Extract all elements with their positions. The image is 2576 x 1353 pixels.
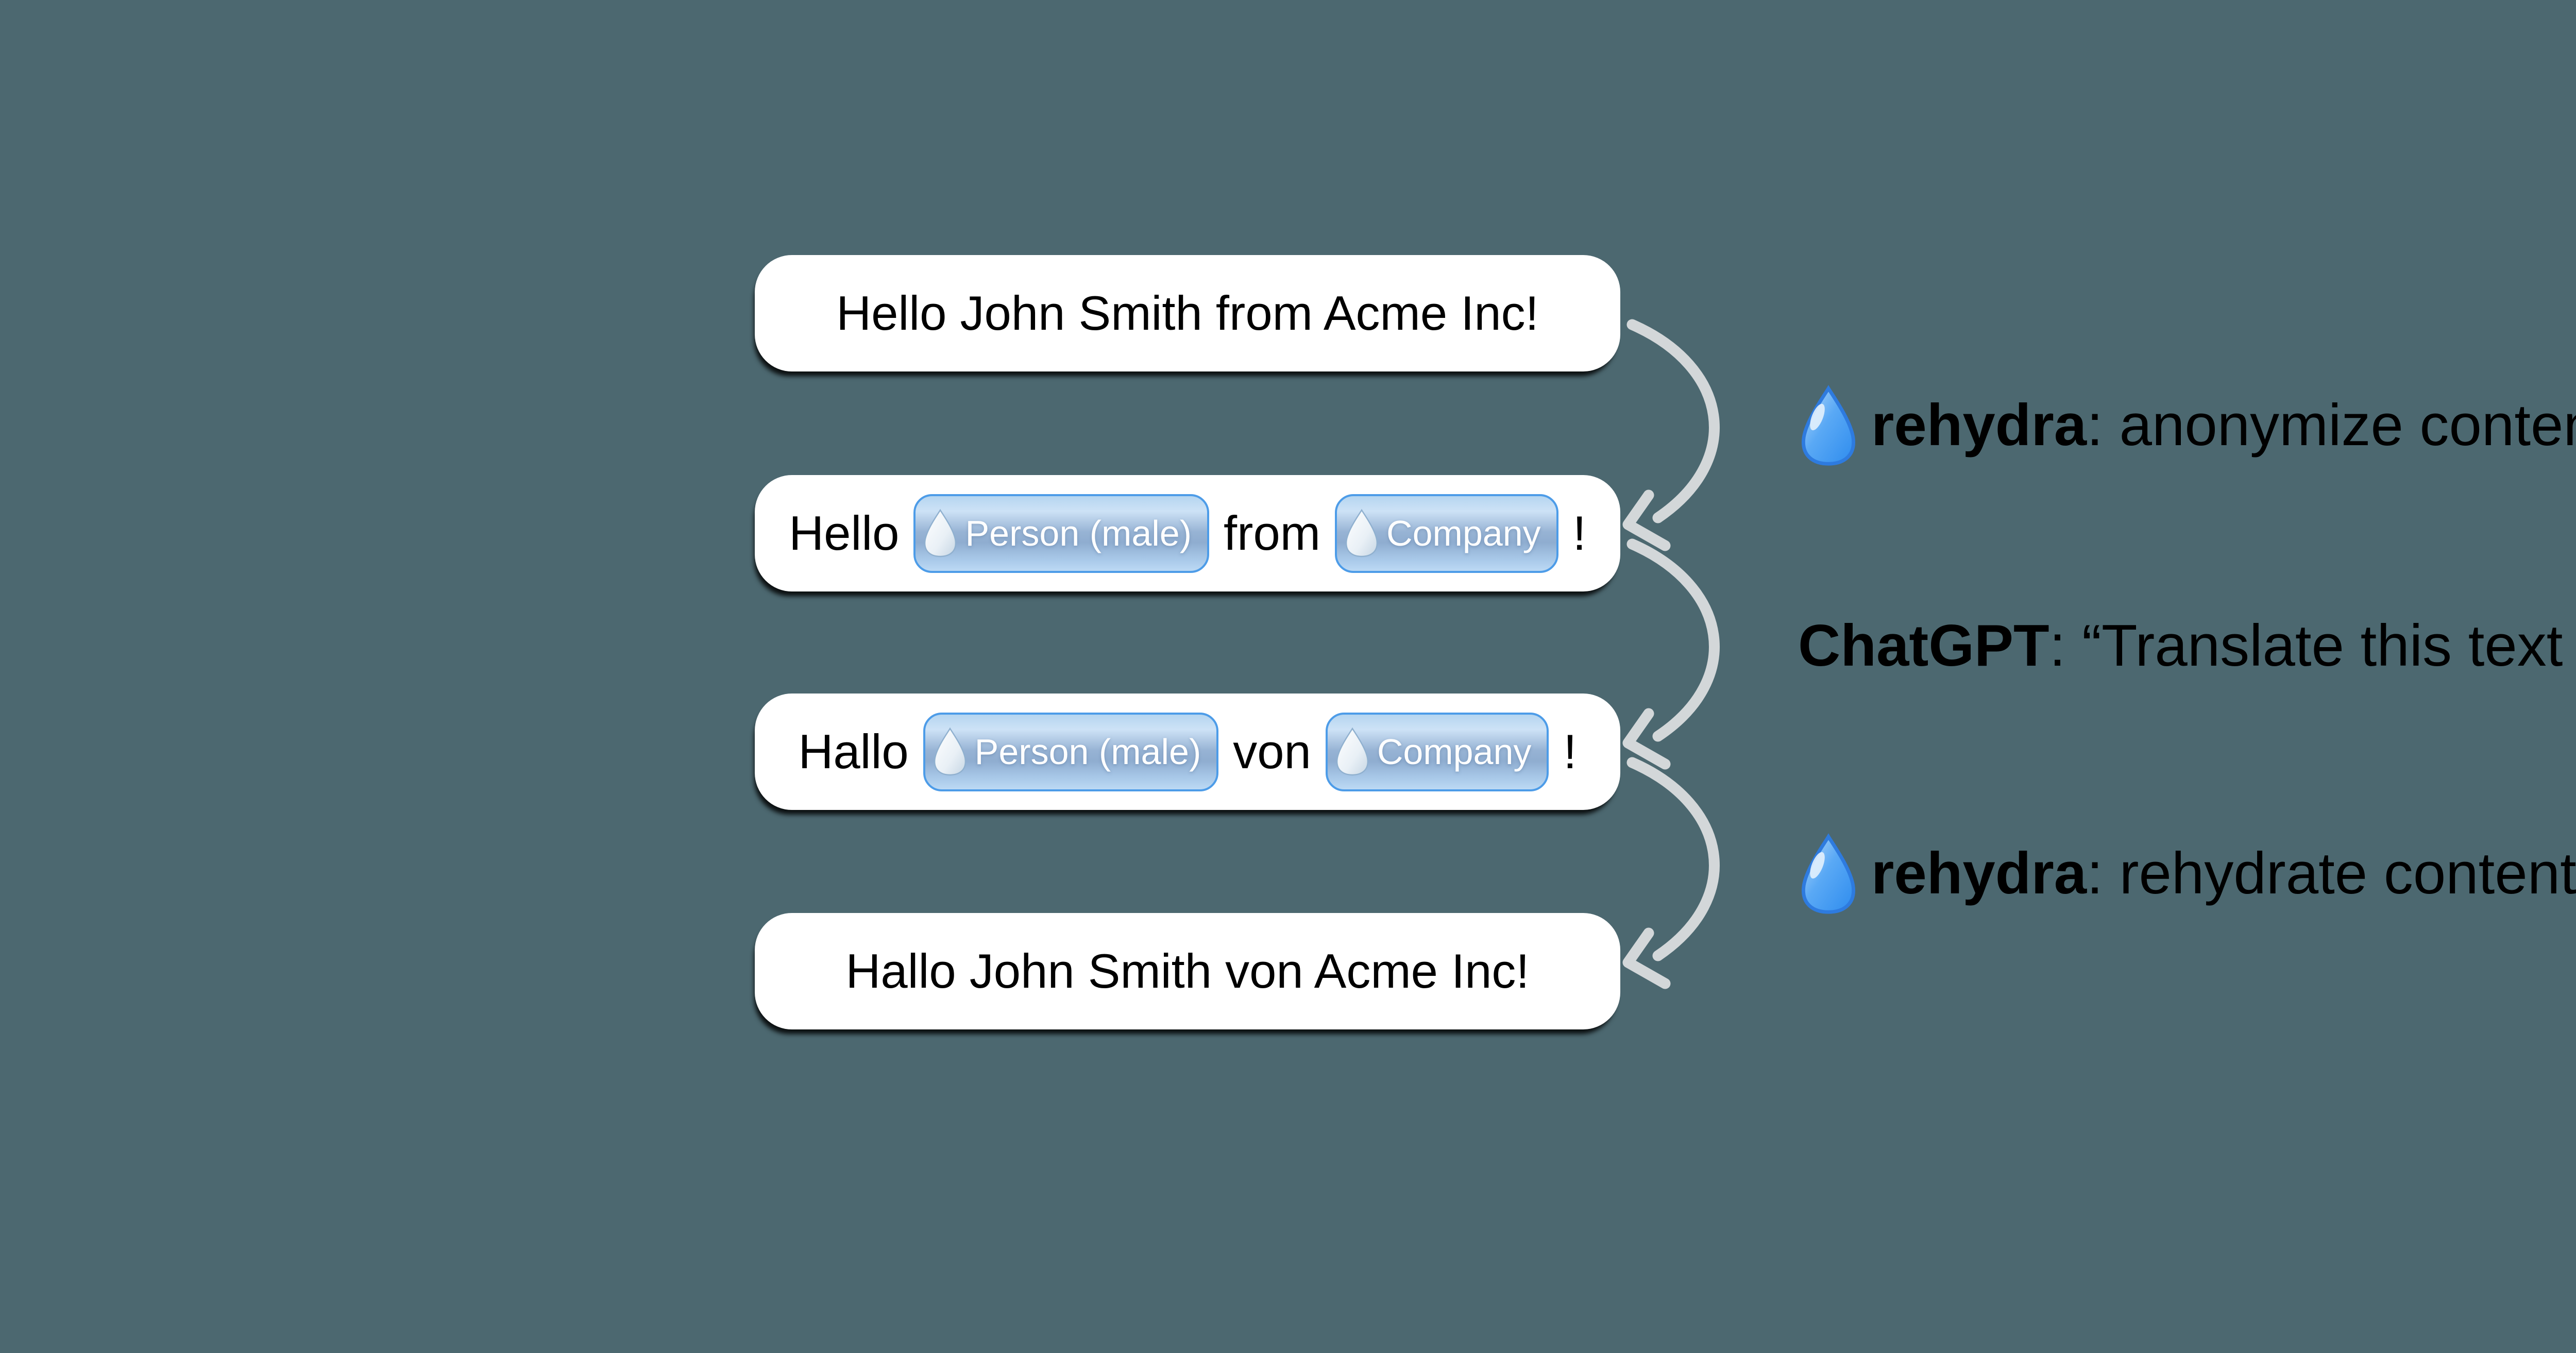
step-app-name: ChatGPT bbox=[1798, 613, 2049, 679]
arrowhead-icon bbox=[1622, 927, 1671, 989]
message-row: Hallo Person (male) von Company ! bbox=[798, 712, 1577, 791]
entity-tag-label: Person (male) bbox=[974, 732, 1201, 772]
arrow-pill3-to-pill4 bbox=[1622, 757, 1720, 989]
message-pill-original: Hello John Smith from Acme Inc! bbox=[755, 255, 1620, 371]
entity-tag-label: Company bbox=[1386, 513, 1541, 553]
step-description: : anonymize content locally bbox=[2087, 392, 2576, 458]
message-word: Hello bbox=[789, 506, 900, 560]
step-translate: ChatGPT: “Translate this text for me” bbox=[1798, 600, 2576, 691]
step-app-name: rehydra bbox=[1871, 840, 2087, 906]
message-pill-anonymized: Hello Person (male) from Company ! bbox=[755, 475, 1620, 591]
entity-tag-company: Company bbox=[1335, 494, 1558, 573]
arrow-pill2-to-pill3 bbox=[1622, 538, 1720, 770]
entity-tag-label: Person (male) bbox=[965, 513, 1192, 553]
message-word: from bbox=[1224, 506, 1321, 560]
message-text: Hello John Smith from Acme Inc! bbox=[836, 286, 1539, 340]
entity-tag-label: Company bbox=[1377, 732, 1532, 772]
entity-tag-person: Person (male) bbox=[923, 712, 1219, 791]
droplet-emoji-icon bbox=[1798, 385, 1859, 467]
arrowhead-icon bbox=[1622, 489, 1671, 551]
message-row: Hello Person (male) from Company ! bbox=[789, 494, 1586, 573]
arrow-pill1-to-pill2 bbox=[1622, 319, 1720, 551]
step-rehydrate: rehydra: rehydrate content bbox=[1798, 828, 2576, 919]
droplet-icon bbox=[1345, 509, 1378, 557]
droplet-icon bbox=[924, 509, 957, 557]
step-app-name: rehydra bbox=[1871, 392, 2087, 458]
message-word: ! bbox=[1563, 724, 1577, 779]
message-word: von bbox=[1233, 724, 1311, 779]
step-description: : rehydrate content bbox=[2087, 840, 2576, 906]
message-word: Hallo bbox=[798, 724, 909, 779]
message-pill-rehydrated: Hallo John Smith von Acme Inc! bbox=[755, 913, 1620, 1029]
entity-tag-person: Person (male) bbox=[913, 494, 1210, 573]
message-text: Hallo John Smith von Acme Inc! bbox=[845, 944, 1530, 998]
droplet-icon bbox=[1336, 728, 1368, 776]
message-pill-translated: Hallo Person (male) von Company ! bbox=[755, 694, 1620, 810]
entity-tag-company: Company bbox=[1325, 712, 1549, 791]
step-anonymize: rehydra: anonymize content locally bbox=[1798, 380, 2576, 470]
droplet-emoji-icon bbox=[1798, 833, 1859, 916]
message-word: ! bbox=[1572, 506, 1586, 560]
droplet-icon bbox=[934, 728, 966, 776]
step-description: : “Translate this text for me” bbox=[2049, 613, 2576, 679]
arrowhead-icon bbox=[1622, 708, 1671, 770]
